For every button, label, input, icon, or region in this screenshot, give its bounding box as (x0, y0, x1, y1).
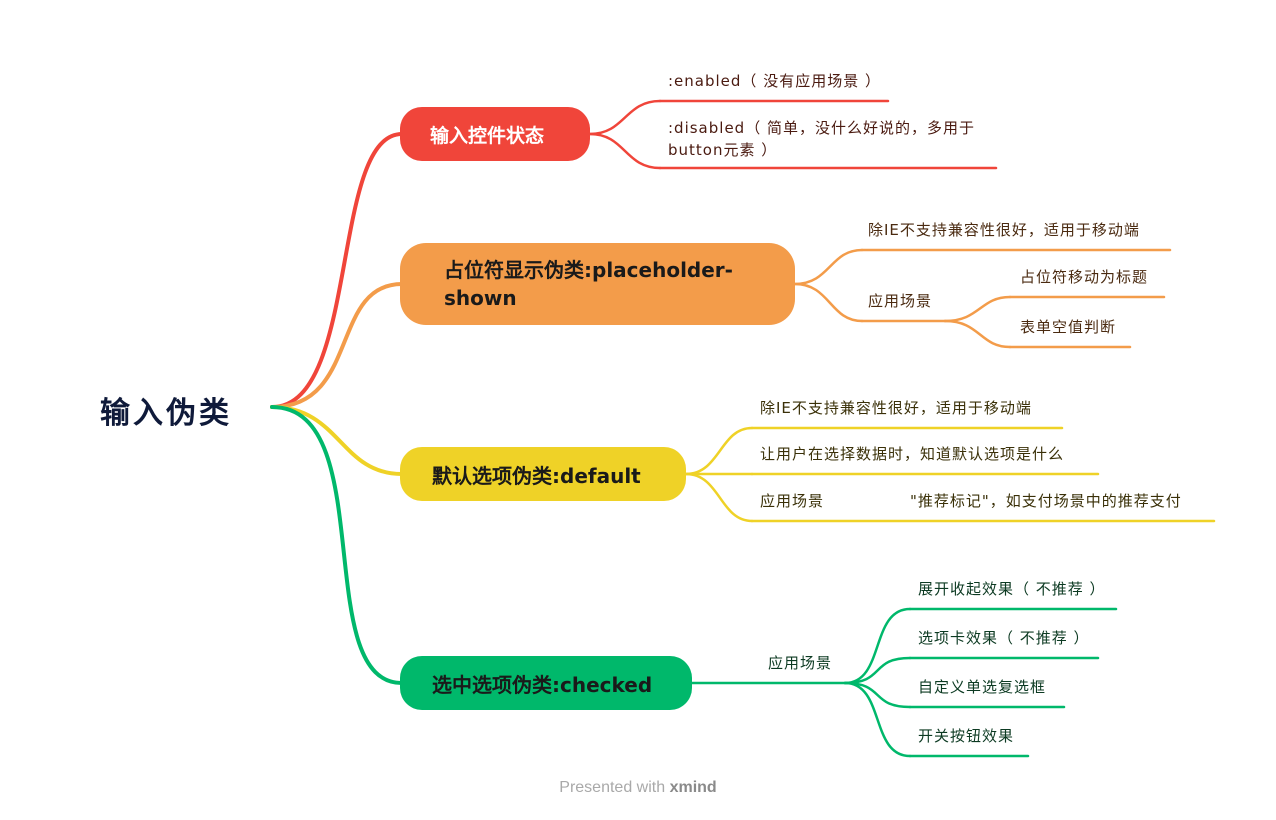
root-topic[interactable]: 输入伪类 (100, 396, 232, 431)
branch-label: 默认选项伪类:default (432, 463, 641, 488)
footer-presented: Presented with (559, 779, 666, 796)
link-root-red (270, 132, 404, 409)
link-green-tabs (843, 656, 912, 685)
leaf-checked-scene[interactable]: 应用场景 (768, 654, 833, 672)
leaf-placeholder-empty[interactable]: 表单空值判断 (1020, 318, 1117, 336)
leaf-enabled[interactable]: :enabled（ 没有应用场景 ） (668, 72, 881, 90)
link-yellow-scene (684, 472, 754, 523)
leaf-disabled[interactable]: :disabled（ 简单，没什么好说的，多用于button元素 ） (668, 119, 975, 159)
link-orange-ie (793, 248, 864, 286)
leaf-default-recommend[interactable]: "推荐标记"，如支付场景中的推荐支付 (910, 492, 1182, 510)
leaf-checked-tabs[interactable]: 选项卡效果（ 不推荐 ） (918, 629, 1090, 647)
link-red-disabled (588, 132, 662, 170)
branch-input-control-state[interactable]: 输入控件状态 (400, 107, 590, 161)
footer-brand: xmind (669, 779, 717, 796)
link-yellow-ie (684, 426, 754, 476)
branch-default[interactable]: 默认选项伪类:default (400, 447, 686, 501)
leaf-placeholder-title[interactable]: 占位符移动为标题 (1020, 268, 1149, 286)
link-green-expand (843, 607, 912, 685)
leaf-checked-radio[interactable]: 自定义单选复选框 (918, 678, 1047, 696)
footer-credit: Presented with xmind (0, 779, 1276, 797)
leaf-placeholder-ie[interactable]: 除IE不支持兼容性很好，适用于移动端 (868, 221, 1140, 239)
branch-label: 占位符显示伪类:placeholder-shown (444, 258, 733, 310)
link-orange-title (943, 295, 1012, 323)
link-root-yellow (270, 405, 404, 476)
leaf-checked-expand[interactable]: 展开收起效果（ 不推荐 ） (918, 580, 1106, 598)
branch-checked[interactable]: 选中选项伪类:checked (400, 656, 692, 710)
leaf-checked-switch[interactable]: 开关按钮效果 (918, 727, 1015, 745)
link-orange-scene (793, 282, 864, 323)
branch-placeholder-shown[interactable]: 占位符显示伪类:placeholder-shown (400, 243, 795, 325)
leaf-default-ie[interactable]: 除IE不支持兼容性很好，适用于移动端 (760, 399, 1032, 417)
leaf-placeholder-scene[interactable]: 应用场景 (868, 292, 933, 310)
link-red-enabled (588, 99, 662, 136)
branch-label: 选中选项伪类:checked (432, 672, 653, 697)
branch-label: 输入控件状态 (430, 124, 545, 147)
link-root-green (270, 405, 404, 685)
link-green-switch (843, 681, 912, 758)
link-root-orange (270, 282, 404, 409)
leaf-default-user[interactable]: 让用户在选择数据时，知道默认选项是什么 (760, 445, 1065, 463)
link-orange-empty (943, 319, 1012, 349)
link-green-radio (843, 681, 912, 709)
leaf-default-scene[interactable]: 应用场景 (760, 492, 825, 510)
